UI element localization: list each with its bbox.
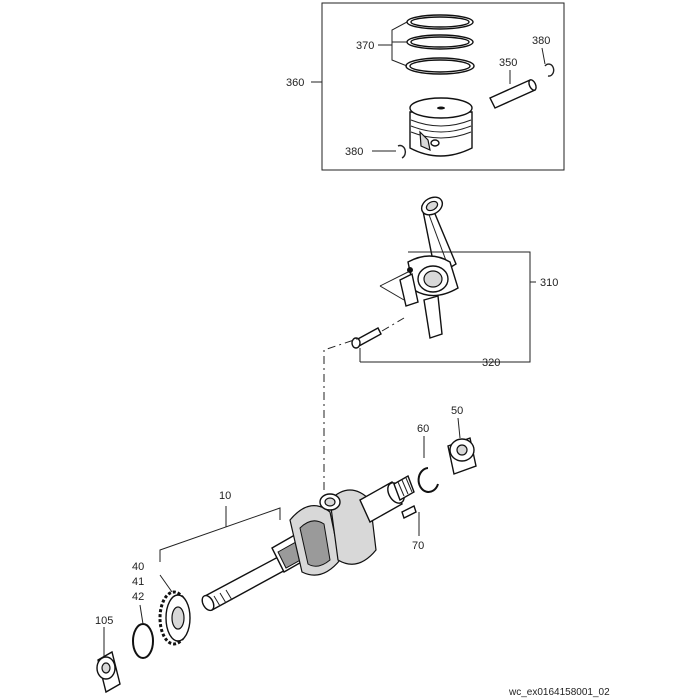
rod-bolt bbox=[351, 327, 382, 349]
callout-380-top: 380 bbox=[532, 35, 550, 47]
spacer-washer bbox=[417, 467, 439, 493]
ball-bearing bbox=[447, 437, 477, 475]
leader-lines bbox=[103, 21, 546, 656]
connecting-rod bbox=[399, 196, 459, 339]
callout-50: 50 bbox=[451, 405, 463, 417]
callout-350: 350 bbox=[499, 57, 517, 69]
piston-pin bbox=[489, 79, 537, 109]
piston-assembly-frame bbox=[321, 2, 565, 171]
callout-42: 42 bbox=[132, 591, 144, 603]
callout-310: 310 bbox=[540, 277, 558, 289]
callout-370: 370 bbox=[356, 40, 374, 52]
snap-ring-top bbox=[544, 63, 555, 77]
piston-rings bbox=[405, 14, 475, 75]
callout-360: 360 bbox=[286, 77, 304, 89]
callout-41: 41 bbox=[132, 576, 144, 588]
piston bbox=[409, 97, 473, 157]
callout-70: 70 bbox=[412, 540, 424, 552]
crankshaft bbox=[201, 474, 415, 612]
callout-380-bottom: 380 bbox=[345, 146, 363, 158]
callout-10: 10 bbox=[219, 490, 231, 502]
woodruff-key bbox=[401, 505, 417, 519]
callout-105: 105 bbox=[95, 615, 113, 627]
diagram-reference-code: wc_ex0164158001_02 bbox=[508, 687, 610, 698]
alignment-line-bolt bbox=[381, 317, 405, 332]
collar bbox=[96, 650, 121, 694]
callout-320: 320 bbox=[482, 357, 500, 369]
snap-ring-bottom bbox=[397, 144, 407, 159]
gear-washer bbox=[132, 623, 154, 659]
callout-60: 60 bbox=[417, 423, 429, 435]
callout-40: 40 bbox=[132, 561, 144, 573]
crank-gear bbox=[158, 590, 191, 646]
alignment-line-crank bbox=[323, 337, 361, 490]
